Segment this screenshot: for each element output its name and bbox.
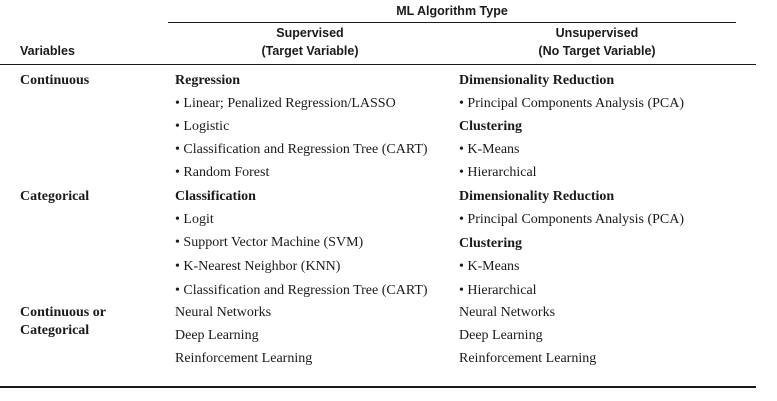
header-bottom-rule	[0, 64, 756, 65]
table-cell: Dimensionality Reduction	[459, 189, 615, 204]
table-cell: • K-Means	[459, 142, 520, 157]
table-cell: • K-Means	[459, 259, 520, 274]
table-cell: • Logistic	[175, 119, 230, 134]
table-cell: Reinforcement Learning	[175, 351, 313, 366]
table-cell: Classification	[175, 189, 256, 204]
table-cell: • Linear; Penalized Regression/LASSO	[175, 96, 396, 111]
table-cell: Reinforcement Learning	[459, 351, 597, 366]
table-cell: • Classification and Regression Tree (CA…	[175, 142, 428, 157]
table-cell: • Support Vector Machine (SVM)	[175, 235, 364, 250]
table-cell: • Logit	[175, 212, 214, 227]
table-cell: Clustering	[459, 236, 522, 251]
table-cell: Dimensionality Reduction	[459, 73, 615, 88]
table-cell: Regression	[175, 73, 241, 88]
table-cell: • Hierarchical	[459, 165, 537, 180]
supervised-header-line2: (Target Variable)	[261, 44, 359, 58]
table-cell: Neural Networks	[175, 305, 272, 320]
unsupervised-header-line1: Unsupervised	[555, 26, 639, 40]
ml-algorithm-type-header: ML Algorithm Type	[396, 4, 508, 18]
row-continuous-label: Continuous	[20, 73, 90, 88]
table-bottom-rule	[0, 386, 756, 388]
variables-column-header: Variables	[20, 44, 75, 58]
table-cell: Clustering	[459, 119, 522, 134]
supervised-header-line1: Supervised	[276, 26, 344, 40]
table-cell: Neural Networks	[459, 305, 556, 320]
row-continuous-or-categorical-label-line1: Continuous or	[20, 305, 106, 320]
table-cell: Deep Learning	[175, 328, 259, 343]
group-header-rule	[168, 22, 736, 23]
table-cell: Deep Learning	[459, 328, 543, 343]
table-cell: • Principal Components Analysis (PCA)	[459, 96, 685, 111]
table-cell: • Hierarchical	[459, 283, 537, 298]
row-continuous-or-categorical-label-line2: Categorical	[20, 323, 90, 338]
table-cell: • K-Nearest Neighbor (KNN)	[175, 259, 341, 274]
row-categorical-label: Categorical	[20, 189, 90, 204]
table-cell: • Random Forest	[175, 165, 270, 180]
table-cell: • Principal Components Analysis (PCA)	[459, 212, 685, 227]
unsupervised-header-line2: (No Target Variable)	[538, 44, 656, 58]
table-cell: • Classification and Regression Tree (CA…	[175, 283, 428, 298]
